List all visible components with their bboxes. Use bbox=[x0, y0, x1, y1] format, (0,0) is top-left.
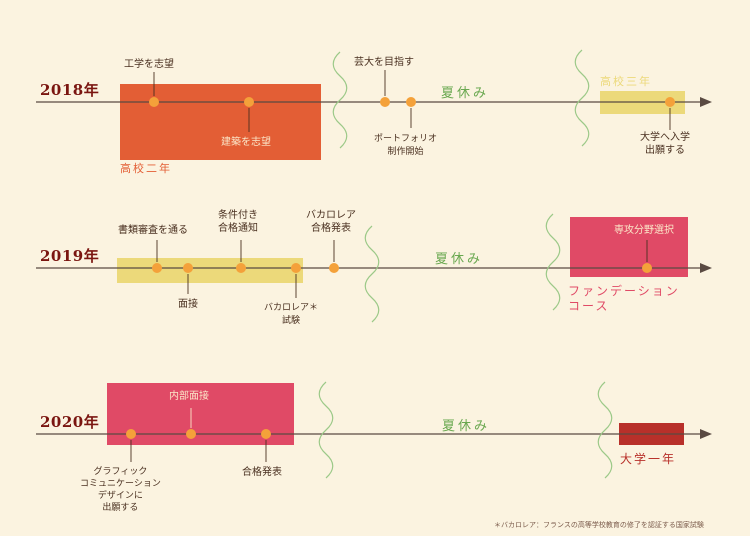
dot-jouken bbox=[236, 263, 246, 273]
dot-shorui bbox=[152, 263, 162, 273]
block-2019-shorui bbox=[117, 258, 303, 283]
dot-portfolio bbox=[406, 97, 416, 107]
label-daigaku1: 大学一年 bbox=[620, 452, 677, 466]
arrow-2018 bbox=[700, 97, 712, 107]
year-2019: 2019年 bbox=[40, 247, 100, 265]
wave-2019-left bbox=[364, 225, 380, 323]
dot-geidai bbox=[380, 97, 390, 107]
label-bacc-pass-line2: 合格発表 bbox=[311, 223, 351, 234]
label-shutsugan-line1: 大学へ入学 bbox=[640, 132, 690, 143]
label-kenchiku: 建築を志望 bbox=[221, 137, 271, 148]
dot-bacc-pass bbox=[329, 263, 339, 273]
label-foundation-line2: コース bbox=[568, 299, 610, 313]
label-portfolio-line2: 制作開始 bbox=[387, 147, 424, 157]
label-senkou: 専攻分野選択 bbox=[614, 225, 674, 236]
dot-naibu bbox=[186, 429, 196, 439]
label-graphic-line2: コミュニケーション bbox=[80, 479, 161, 489]
label-naibu: 内部面接 bbox=[169, 391, 209, 402]
summer-2020: 夏休み bbox=[442, 419, 491, 434]
label-goukaku: 合格発表 bbox=[242, 467, 282, 478]
label-bacc-pass: バカロレア 合格発表 bbox=[306, 209, 356, 235]
label-kokou2: 高校二年 bbox=[120, 162, 172, 175]
year-2018: 2018年 bbox=[40, 81, 100, 99]
dot-senkou bbox=[642, 263, 652, 273]
dot-shigan bbox=[149, 97, 159, 107]
label-shutsugan-2018: 大学へ入学 出願する bbox=[640, 131, 690, 157]
dot-shutsugan bbox=[665, 97, 675, 107]
label-bacc-exam: バカロレア＊ 試験 bbox=[264, 302, 318, 328]
label-bacc-exam-line2: 試験 bbox=[282, 316, 301, 326]
dot-goukaku bbox=[261, 429, 271, 439]
label-kokou3: 高校三年 bbox=[600, 75, 652, 88]
block-2019-foundation bbox=[570, 217, 688, 277]
label-jouken: 条件付き 合格通知 bbox=[218, 209, 258, 235]
label-graphic-line1: グラフィック bbox=[93, 467, 148, 477]
summer-2018: 夏休み bbox=[441, 86, 490, 101]
label-shutsugan-line2: 出願する bbox=[645, 145, 685, 156]
dot-kenchiku bbox=[244, 97, 254, 107]
wave-2020-right bbox=[597, 381, 613, 479]
dot-mensetsu bbox=[183, 263, 193, 273]
label-graphic: グラフィック コミュニケーション デザインに 出願する bbox=[80, 466, 161, 514]
wave-2020-left bbox=[318, 381, 334, 479]
wave-2019-right bbox=[545, 213, 561, 311]
footnote: ＊バカロレア：フランスの高等学校教育の修了を認証する国家試験 bbox=[494, 521, 704, 529]
block-2018-kokou2 bbox=[120, 84, 321, 160]
label-jouken-line2: 合格通知 bbox=[218, 223, 258, 234]
label-portfolio-line1: ポートフォリオ bbox=[374, 134, 438, 144]
summer-2019: 夏休み bbox=[435, 252, 484, 267]
label-bacc-exam-line1: バカロレア＊ bbox=[264, 303, 319, 313]
label-foundation: ファンデーション コース bbox=[568, 284, 680, 314]
dot-graphic bbox=[126, 429, 136, 439]
wave-2018-left bbox=[332, 51, 348, 149]
label-jouken-line1: 条件付き bbox=[218, 210, 258, 221]
year-2020: 2020年 bbox=[40, 413, 100, 431]
label-shorui: 書類審査を通る bbox=[118, 225, 188, 236]
label-portfolio: ポートフォリオ 制作開始 bbox=[374, 133, 437, 159]
wave-2018-right bbox=[574, 49, 590, 147]
dot-bacc-exam bbox=[291, 263, 301, 273]
label-graphic-line4: 出願する bbox=[102, 503, 139, 513]
label-geidai: 芸大を目指す bbox=[354, 57, 414, 68]
arrow-2019 bbox=[700, 263, 712, 273]
label-graphic-line3: デザインに bbox=[97, 491, 143, 501]
label-foundation-line1: ファンデーション bbox=[568, 284, 680, 298]
label-bacc-pass-line1: バカロレア bbox=[306, 210, 356, 221]
label-mensetsu: 面接 bbox=[178, 299, 198, 310]
label-shigan: 工学を志望 bbox=[124, 59, 174, 70]
arrow-2020 bbox=[700, 429, 712, 439]
